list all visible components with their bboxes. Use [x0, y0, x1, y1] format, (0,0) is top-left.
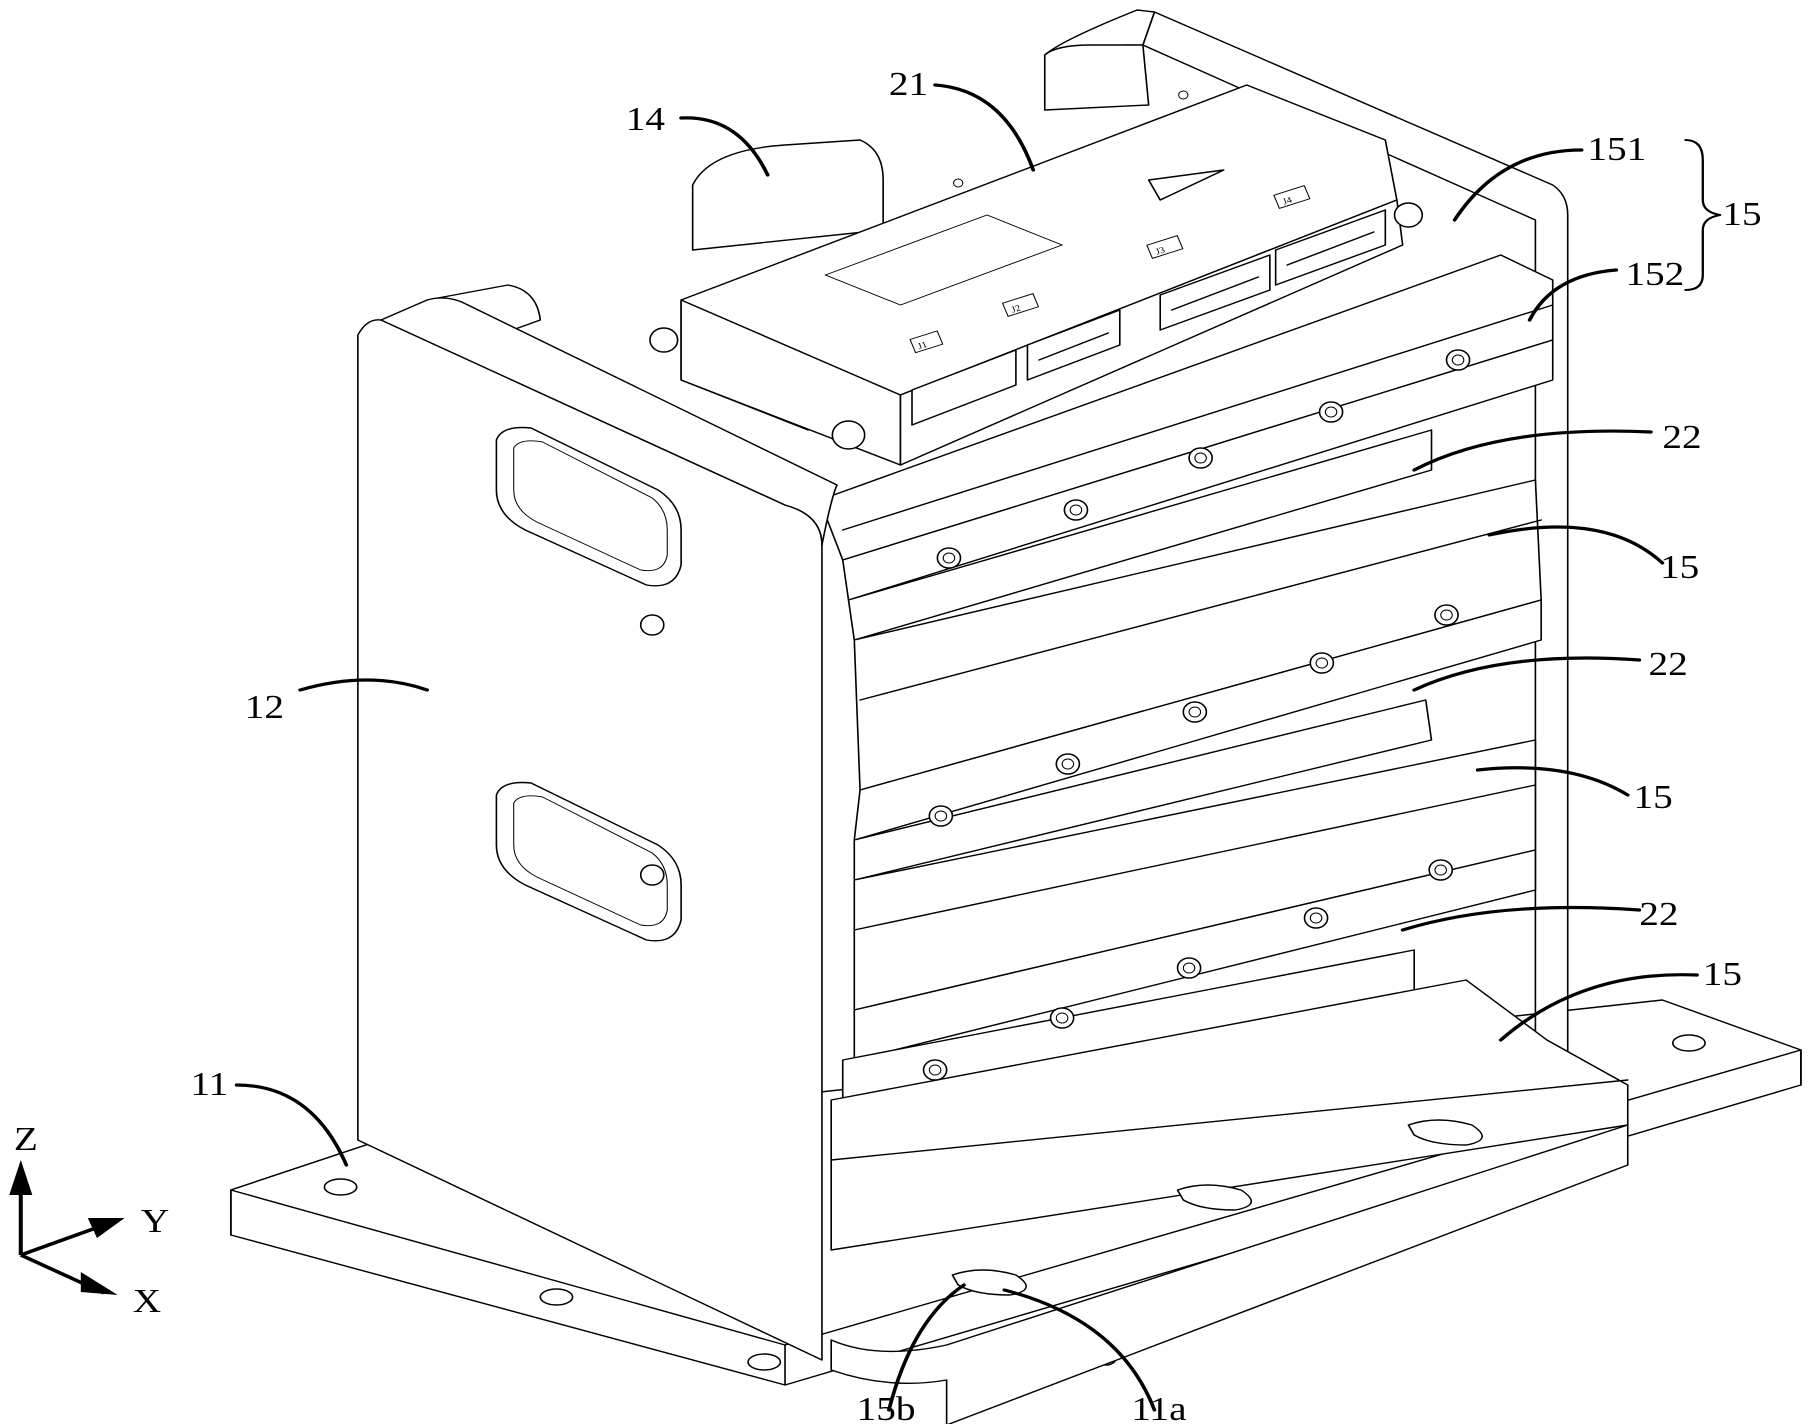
label-11: 11 [190, 1064, 228, 1102]
axis-label-y: Y [141, 1201, 169, 1239]
coordinate-axes: Z Y X [9, 1119, 169, 1319]
label-151: 151 [1587, 129, 1646, 167]
label-11a: 11a [1131, 1389, 1186, 1424]
label-15-middle: 15 [1634, 777, 1673, 815]
label-15-group: 15 [1722, 194, 1761, 232]
label-22-middle: 22 [1649, 644, 1688, 682]
label-15b: 15b [857, 1389, 916, 1424]
label-152: 152 [1625, 254, 1684, 292]
label-15-bottom: 15 [1703, 954, 1742, 992]
label-14: 14 [626, 99, 665, 137]
label-21: 21 [889, 64, 928, 102]
label-22-top: 22 [1662, 417, 1701, 455]
axis-label-z: Z [14, 1119, 38, 1157]
label-15-top: 15 [1660, 547, 1699, 585]
label-22-bottom: 22 [1639, 894, 1678, 932]
label-12: 12 [245, 687, 284, 725]
axis-label-x: X [133, 1281, 161, 1319]
